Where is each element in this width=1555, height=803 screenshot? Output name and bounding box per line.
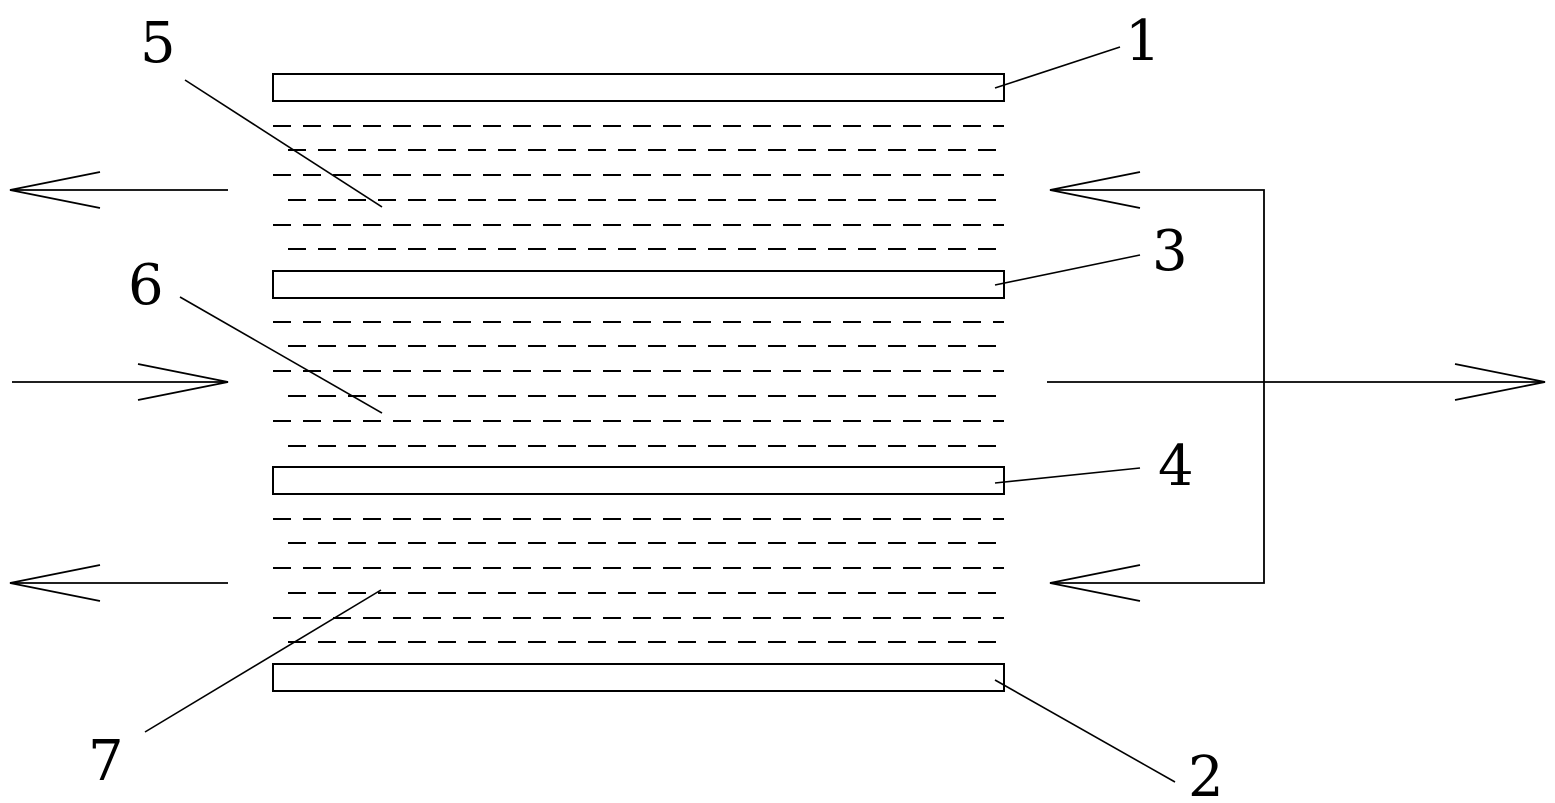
plate-2 <box>272 663 1005 692</box>
label-channel-5: 5 <box>140 11 176 76</box>
flow-arrowhead-bottom-right-inlet <box>1049 564 1141 602</box>
plate-4 <box>272 466 1005 495</box>
label-plate-4: 4 <box>1158 434 1194 499</box>
label-channel-7: 7 <box>88 729 124 794</box>
fluid-channel-7 <box>273 518 1004 643</box>
flow-arrowhead-top-right-inlet <box>1049 171 1141 209</box>
fluid-channel-5 <box>273 125 1004 250</box>
leader-line-6 <box>179 296 383 414</box>
leader-line-4 <box>994 467 1141 484</box>
label-plate-3: 3 <box>1152 219 1188 284</box>
flow-return-loop <box>1049 171 1265 602</box>
label-channel-6: 6 <box>128 253 164 318</box>
flow-arrow-top-left-outlet <box>9 171 228 209</box>
label-plate-2: 2 <box>1188 745 1224 803</box>
plate-1 <box>272 73 1005 102</box>
leader-line-5 <box>184 79 383 208</box>
label-plate-1: 1 <box>1125 9 1161 74</box>
flow-arrow-bottom-left-outlet <box>9 564 228 602</box>
flow-arrow-middle-inlet <box>12 363 229 401</box>
leader-line-7 <box>144 589 382 733</box>
fluid-channel-6 <box>273 321 1004 447</box>
leader-line-2 <box>994 679 1176 783</box>
plate-3 <box>272 270 1005 299</box>
leader-line-3 <box>994 254 1141 286</box>
flow-arrow-middle-outlet <box>1047 363 1546 401</box>
leader-line-1 <box>994 46 1121 89</box>
